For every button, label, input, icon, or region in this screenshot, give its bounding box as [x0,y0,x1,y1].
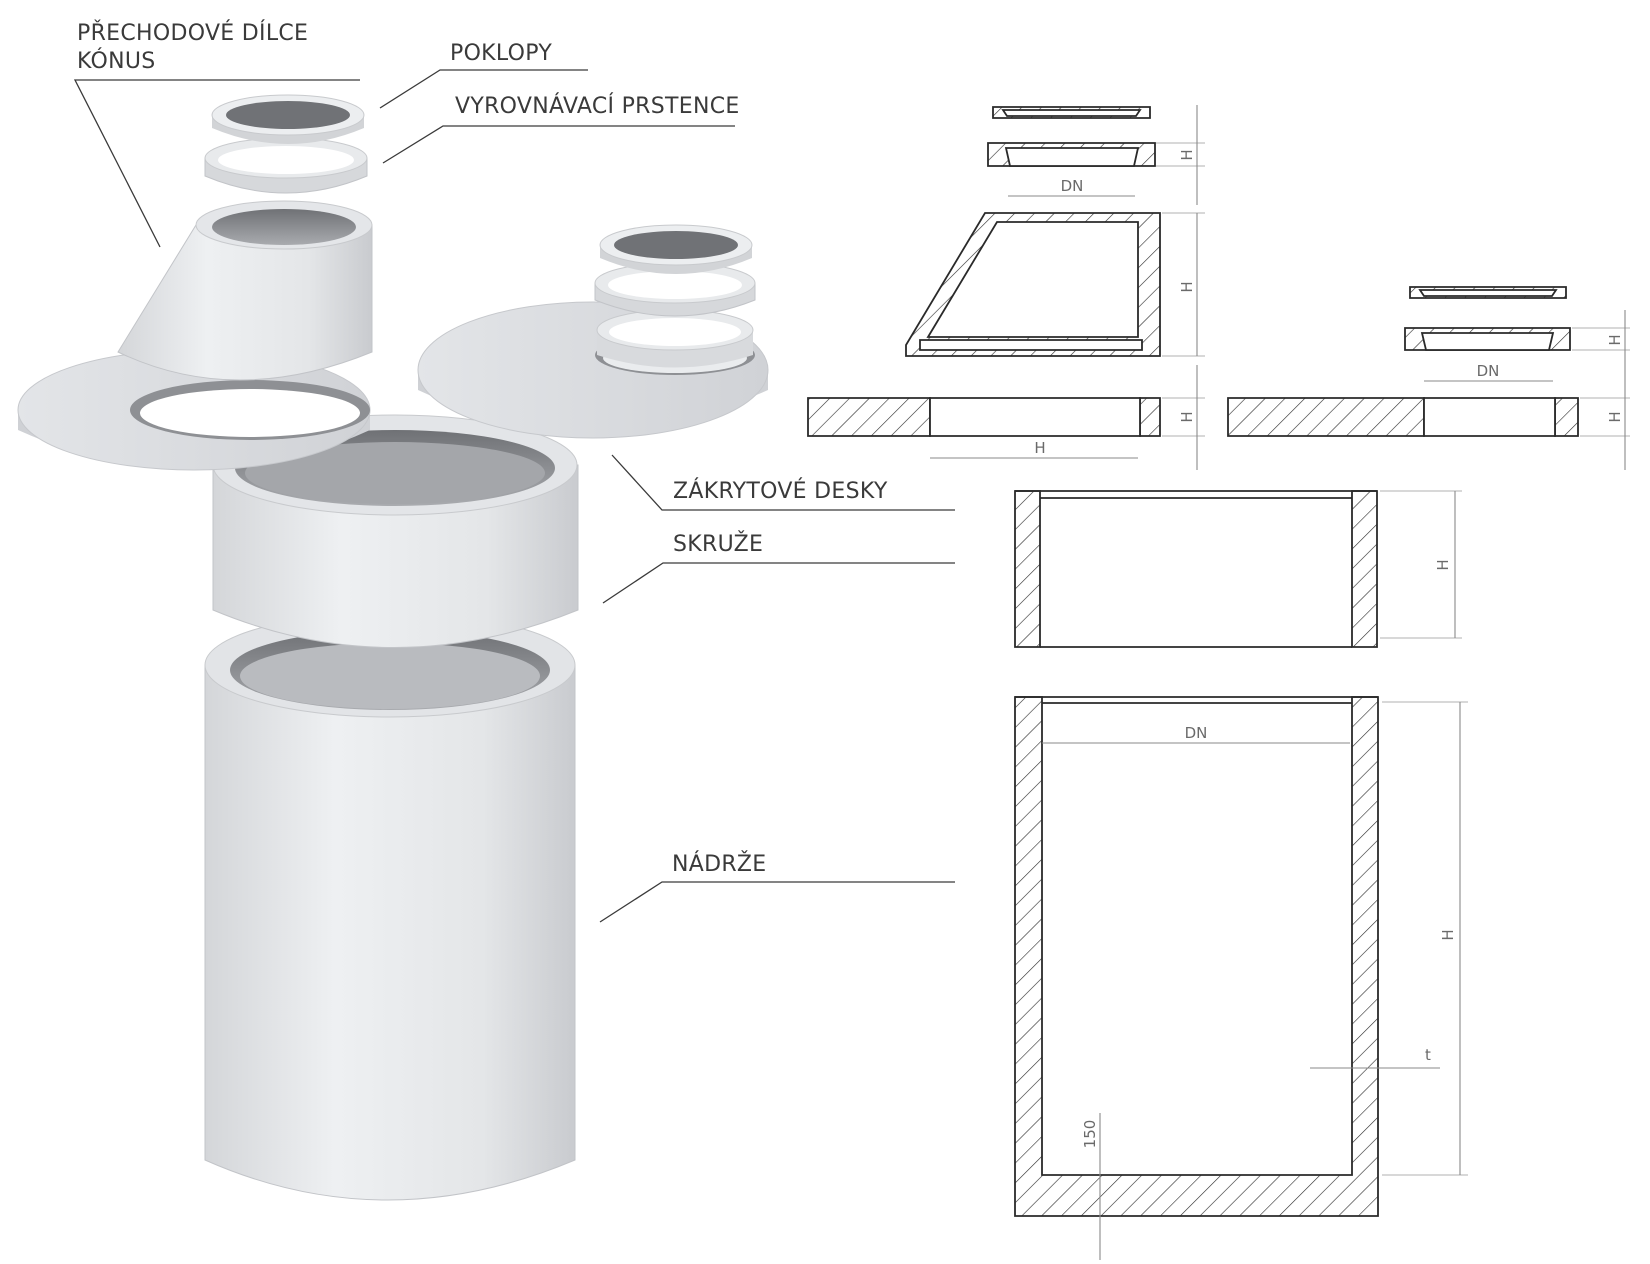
label-cone: KÓNUS [77,48,156,74]
label-cover-slabs: ZÁKRYTOVÉ DESKY [673,478,888,504]
leader-covers [379,69,588,109]
dim-t-wall: t [1425,1046,1431,1064]
dim-h-ring: H [1434,559,1452,570]
cover-slab-right-3d [417,301,769,439]
ring-3d [212,414,579,648]
drawing-leveling-ring-2: H [1404,310,1630,385]
drawing-cone: DN H [905,177,1205,357]
drawing-tank: DN H t 150 [1014,696,1468,1260]
tank-3d [204,612,576,1201]
leveling-ring-left-3d [204,137,368,194]
leader-leveling-rings [382,125,735,164]
leveling-ring-right-3d [594,262,756,317]
drawing-cover-slab-2: DN H [1227,362,1630,470]
transition-cone-3d [117,200,373,381]
dim-h-leveling-1: H [1178,149,1196,160]
drawing-cover-slab-1: H H [807,365,1205,470]
drawing-leveling-ring-1: H [987,105,1205,205]
leader-cover-slabs [611,454,955,511]
dim-h-slab-2: H [1606,411,1624,422]
cover-slab-left-3d [17,349,371,471]
dim-h-slab-1: H [1178,411,1196,422]
dim-bottom-thickness: 150 [1081,1120,1099,1149]
label-rings: SKRUŽE [673,531,763,557]
dim-h-slab-width-1: H [1034,439,1045,457]
dim-h-tank: H [1439,929,1457,940]
dim-dn-slab-2: DN [1477,362,1500,380]
dim-dn-cone: DN [1061,177,1084,195]
drawing-manhole-cover-2 [1409,286,1567,299]
drawing-manhole-cover-1 [992,106,1151,119]
dim-dn-tank: DN [1185,724,1208,742]
labels: PŘECHODOVÉ DÍLCE KÓNUS POKLOPY VYROVNÁVA… [73,20,955,923]
label-tanks: NÁDRŽE [672,851,767,877]
dim-h-cone: H [1178,281,1196,292]
leader-rings [602,562,955,604]
manhole-cover-right-3d [599,224,753,274]
manhole-cover-left-3d [211,94,365,144]
dim-h-leveling-2: H [1606,334,1624,345]
leader-tanks [599,881,955,923]
label-transition-parts: PŘECHODOVÉ DÍLCE [77,20,308,46]
exploded-3d-view [17,94,769,1201]
label-leveling-rings: VYROVNÁVACÍ PRSTENCE [455,93,740,119]
label-covers: POKLOPY [450,41,552,66]
leader-cone [73,79,360,248]
drawing-ring: H [1014,490,1462,648]
technical-drawings: H DN H H H [807,105,1630,1260]
